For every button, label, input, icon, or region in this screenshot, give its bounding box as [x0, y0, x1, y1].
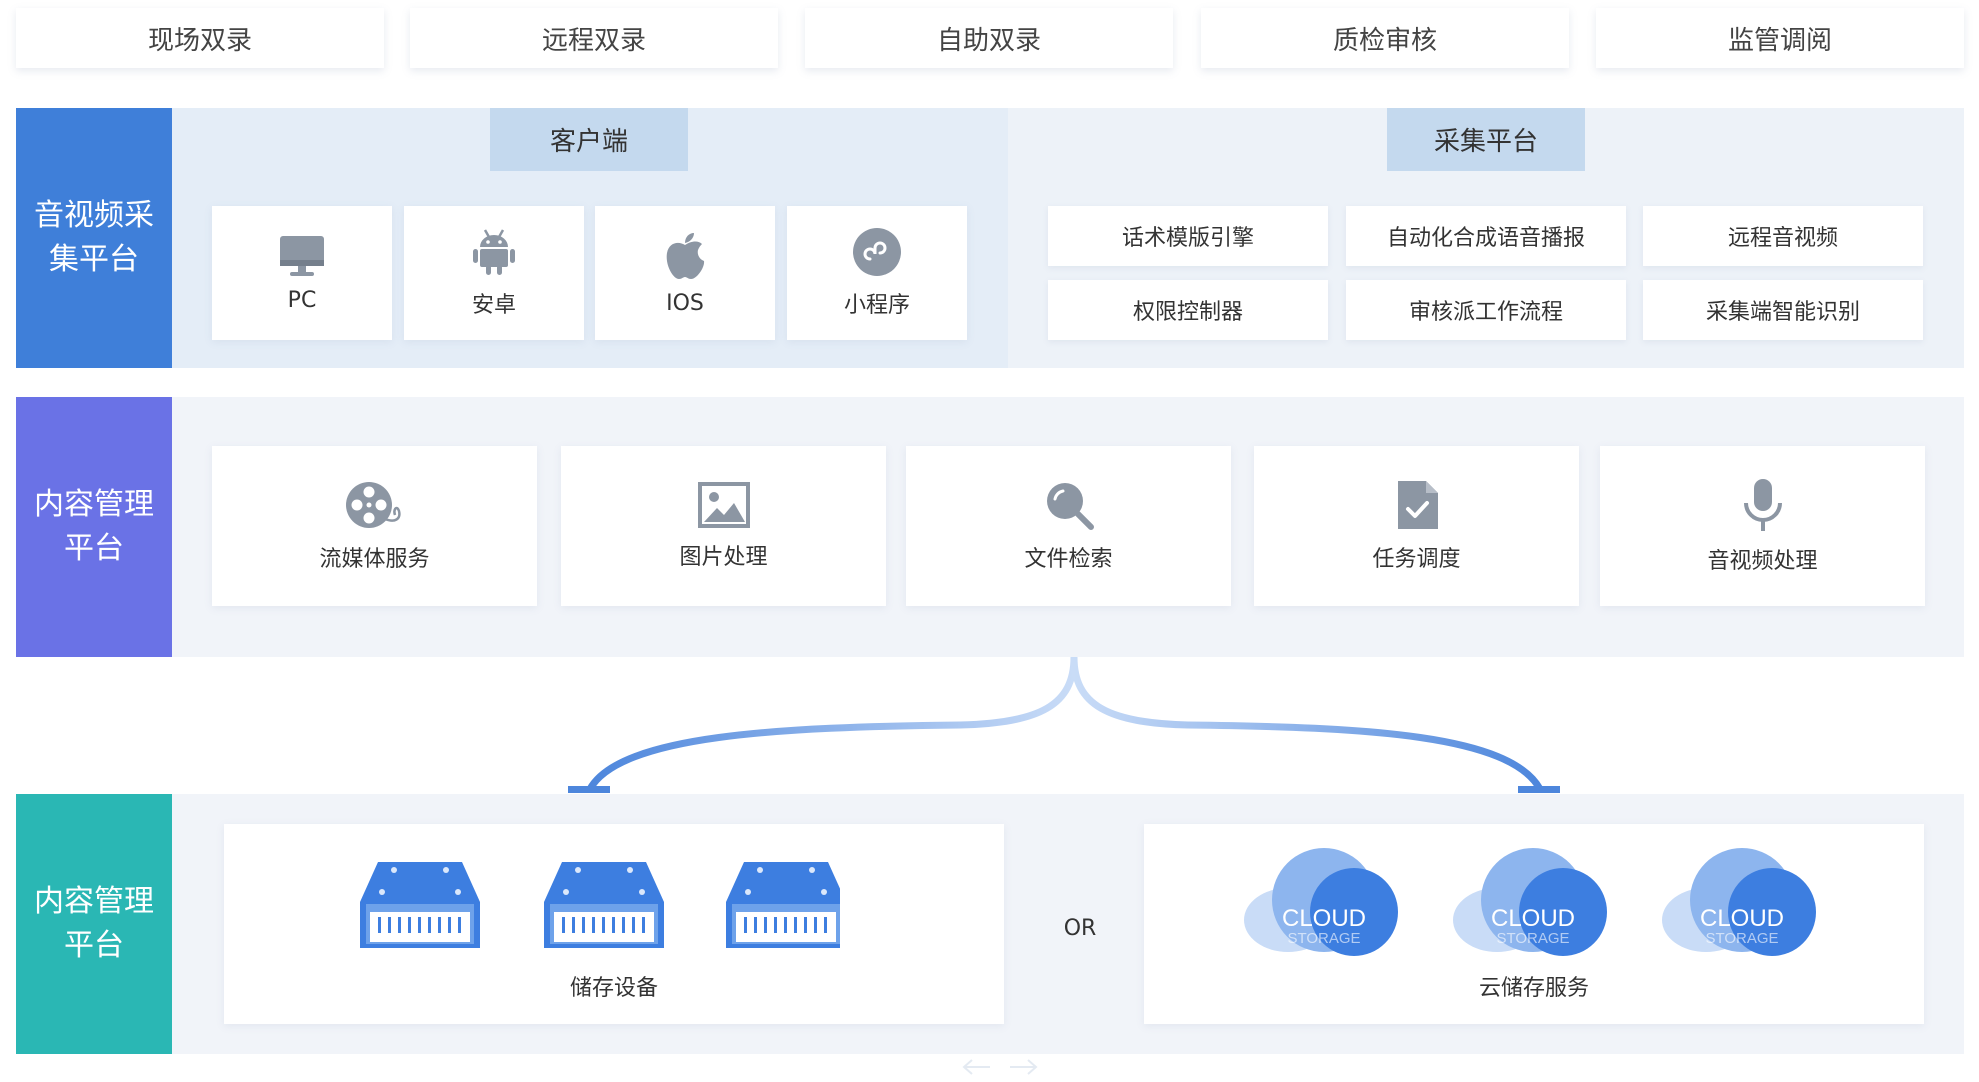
android-icon — [473, 229, 515, 275]
hard-drive-icon — [726, 862, 840, 948]
platform-item-label: 权限控制器 — [1132, 300, 1243, 325]
task-check-icon — [1397, 481, 1438, 529]
svg-text:STORAGE: STORAGE — [1287, 930, 1360, 947]
client-card-pc[interactable]: PC — [212, 206, 392, 340]
cloud-storage-label: 云储存服务 — [1478, 976, 1589, 1001]
tab-remote-recording[interactable]: 远程双录 — [410, 8, 778, 68]
content-card-av-processing[interactable]: 音视频处理 — [1600, 446, 1925, 606]
content-card-streaming[interactable]: 流媒体服务 — [212, 446, 537, 606]
or-label: OR — [1063, 916, 1097, 941]
storage-devices — [360, 862, 840, 948]
tab-label: 现场双录 — [147, 25, 252, 56]
cloud-storage-icons: CLOUD STORAGE CLOUD STORAGE CLOUD STORAG… — [1244, 848, 1816, 956]
monitor-icon — [280, 235, 324, 276]
cloud-storage-icon: CLOUD STORAGE — [1453, 848, 1607, 956]
platform-item-permission[interactable]: 权限控制器 — [1048, 280, 1328, 340]
hard-drive-icon — [360, 862, 480, 948]
content-card-image[interactable]: 图片处理 — [561, 446, 886, 606]
client-card-label: 小程序 — [843, 293, 910, 318]
svg-text:CLOUD: CLOUD — [1700, 905, 1784, 932]
content-card-label: 任务调度 — [1372, 547, 1461, 572]
platform-item-workflow[interactable]: 审核派工作流程 — [1346, 280, 1626, 340]
svg-text:STORAGE: STORAGE — [1496, 930, 1569, 947]
platform-item-label: 话术模版引擎 — [1121, 226, 1254, 251]
hard-drive-icon — [544, 862, 664, 948]
platform-item-smart-recognition[interactable]: 采集端智能识别 — [1643, 280, 1923, 340]
faint-arrows-icon — [962, 1059, 1038, 1075]
platform-item-label: 审核派工作流程 — [1408, 300, 1563, 325]
branch-connector — [568, 656, 1560, 793]
client-card-android[interactable]: 安卓 — [404, 206, 584, 340]
client-card-label: PC — [287, 287, 317, 313]
client-header: 客户端 — [490, 108, 688, 171]
apple-icon — [666, 232, 705, 279]
client-card-label: IOS — [666, 290, 704, 316]
tab-regulatory-access[interactable]: 监管调阅 — [1596, 8, 1964, 68]
tab-label: 远程双录 — [541, 25, 646, 56]
row1-side-label: 音视频采集平台 — [16, 108, 172, 368]
tab-self-recording[interactable]: 自助双录 — [805, 8, 1173, 68]
platform-header: 采集平台 — [1387, 108, 1585, 171]
cloud-storage-icon: CLOUD STORAGE — [1244, 848, 1398, 956]
microphone-icon — [1743, 479, 1782, 531]
row3-side-label: 内容管理平台 — [16, 794, 172, 1054]
mini-program-icon — [853, 228, 901, 276]
platform-item-label: 采集端智能识别 — [1705, 300, 1860, 325]
svg-text:CLOUD: CLOUD — [1491, 905, 1575, 932]
tab-onsite-recording[interactable]: 现场双录 — [16, 8, 384, 68]
storage-device-label: 储存设备 — [569, 976, 658, 1001]
tab-label: 监管调阅 — [1727, 25, 1832, 56]
content-card-label: 音视频处理 — [1707, 549, 1818, 574]
svg-text:CLOUD: CLOUD — [1282, 905, 1366, 932]
image-icon — [697, 482, 750, 528]
tab-label: 质检审核 — [1332, 25, 1437, 56]
content-card-label: 图片处理 — [679, 545, 768, 570]
tab-quality-review[interactable]: 质检审核 — [1201, 8, 1569, 68]
client-card-mini-program[interactable]: 小程序 — [787, 206, 967, 340]
platform-item-label: 远程音视频 — [1727, 226, 1838, 251]
platform-item-label: 自动化合成语音播报 — [1386, 226, 1585, 251]
row2-side-label: 内容管理平台 — [16, 397, 172, 657]
content-card-task-scheduling[interactable]: 任务调度 — [1254, 446, 1579, 606]
svg-text:STORAGE: STORAGE — [1705, 930, 1778, 947]
search-icon — [1046, 483, 1094, 530]
film-reel-icon — [345, 482, 401, 528]
platform-item-remote-av[interactable]: 远程音视频 — [1643, 206, 1923, 266]
platform-item-tts[interactable]: 自动化合成语音播报 — [1346, 206, 1626, 266]
client-card-label: 安卓 — [471, 293, 516, 318]
platform-item-script-engine[interactable]: 话术模版引擎 — [1048, 206, 1328, 266]
client-card-ios[interactable]: IOS — [595, 206, 775, 340]
content-card-label: 文件检索 — [1024, 547, 1113, 572]
content-card-label: 流媒体服务 — [319, 547, 430, 572]
tab-label: 自助双录 — [936, 25, 1041, 56]
storage-device-card[interactable]: 储存设备 — [224, 824, 1004, 1024]
cloud-storage-card[interactable]: CLOUD STORAGE CLOUD STORAGE CLOUD STORAG… — [1144, 824, 1924, 1024]
cloud-storage-icon: CLOUD STORAGE — [1662, 848, 1816, 956]
content-card-file-search[interactable]: 文件检索 — [906, 446, 1231, 606]
